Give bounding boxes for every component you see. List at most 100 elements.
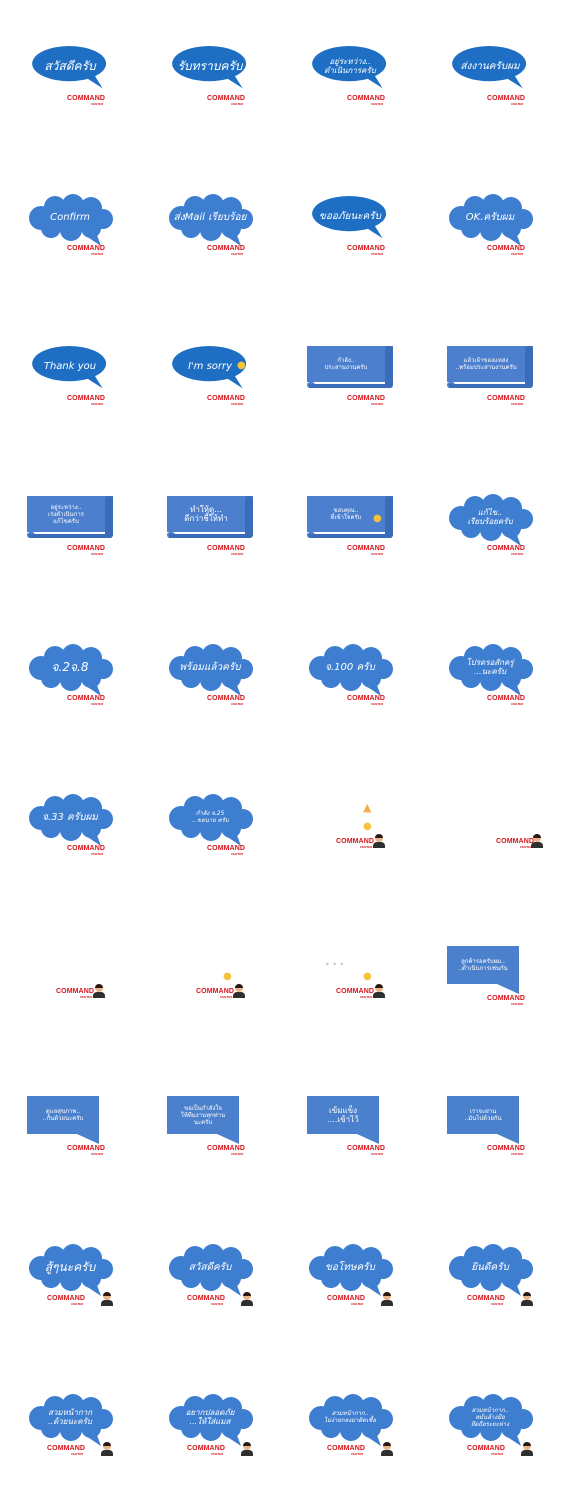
sticker-text-line: เรียบร้อยครับ	[467, 517, 513, 526]
brand-sub: CENTER	[71, 1302, 84, 1306]
oval-bubble: รับทราบครับ	[167, 46, 253, 90]
brand-sub: CENTER	[231, 702, 244, 706]
sticker-text: อยู่ระหว่าง..ดำเนินการครับ	[307, 46, 393, 86]
brand-name: COMMAND	[207, 695, 246, 702]
brand-name: COMMAND	[327, 1445, 366, 1452]
oval-bubble: ส่งงานครับผม	[447, 46, 533, 90]
sticker-text-line: ขออภัยนะครับ	[319, 210, 381, 222]
brand-name: COMMAND	[347, 1145, 386, 1152]
sticker-text: I'm sorry	[167, 346, 253, 386]
sticker-text: ส่งMail เรียบร้อย	[167, 196, 253, 238]
sticker-text-line: แก้ไข..	[477, 508, 503, 517]
brand-name: COMMAND	[347, 95, 386, 102]
cloud-bubble: สวมหน้ากาก..หมั่นล้างมือยึดถือระยะห่าง	[447, 1394, 533, 1446]
sticker-text: กำลัง..ประสานงานครับ	[307, 346, 385, 382]
sticker-text-line: จ.100 ครับ	[325, 661, 375, 673]
brand-sub: CENTER	[91, 852, 104, 856]
card-bubble: ดูแลสุขภาพ....กันด้วยนะครับ	[27, 1096, 113, 1144]
cloud-bubble: ส่งMail เรียบร้อย	[167, 194, 253, 246]
sticker-text-line: Thank you	[43, 360, 97, 372]
sticker-text-line: ยินดีครับ	[471, 1261, 509, 1273]
brand-name: COMMAND	[467, 1445, 506, 1452]
sticker-text-line: ทำให้ดู...	[190, 505, 222, 514]
sticker-text: ขอเป็นกำลังใจให้ทีมงานทุกท่านนะครับ	[167, 1096, 239, 1134]
brand-name: COMMAND	[67, 95, 106, 102]
brand-name: COMMAND	[487, 395, 526, 402]
sticker-text: เข้มแข็ง....เข้าไว้	[307, 1096, 379, 1134]
sticker-text-line: รับทราบครับ	[177, 58, 243, 73]
sticker-text-line: จ.2จ.8	[51, 659, 89, 674]
person-avatar-icon	[233, 984, 245, 998]
brand-sub: CENTER	[91, 552, 104, 556]
praying-hands-icon: ▲	[363, 801, 372, 814]
cloud-bubble: โปรดรอสักครู่...นะครับ	[447, 644, 533, 696]
cloud-bubble: ยินดีครับ	[447, 1244, 533, 1296]
sticker-text-line: I'm sorry	[187, 360, 233, 372]
sticker-text-line: สวมหน้ากาก..	[331, 1410, 369, 1417]
cloud-bubble: ขอโทษครับ	[307, 1244, 393, 1296]
sticker-text-line: ....เข้าไว้	[327, 1115, 359, 1124]
brand-name: COMMAND	[487, 995, 526, 1002]
brand-sub: CENTER	[511, 552, 524, 556]
cloud-bubble: สวมหน้ากาก..ด้วยนะครับ	[27, 1394, 113, 1446]
sticker-text-line: ...ให้ใส่แมส	[189, 1417, 231, 1426]
brand-sub: CENTER	[351, 1302, 364, 1306]
brand-name: COMMAND	[467, 1295, 506, 1302]
sticker-text: ยินดีครับ	[447, 1246, 533, 1288]
brand-sub: CENTER	[491, 1302, 504, 1306]
scroll-bubble: ขอบคุณ..ที่เข้าใจครับ●	[307, 496, 393, 540]
brand-sub: CENTER	[220, 995, 233, 999]
